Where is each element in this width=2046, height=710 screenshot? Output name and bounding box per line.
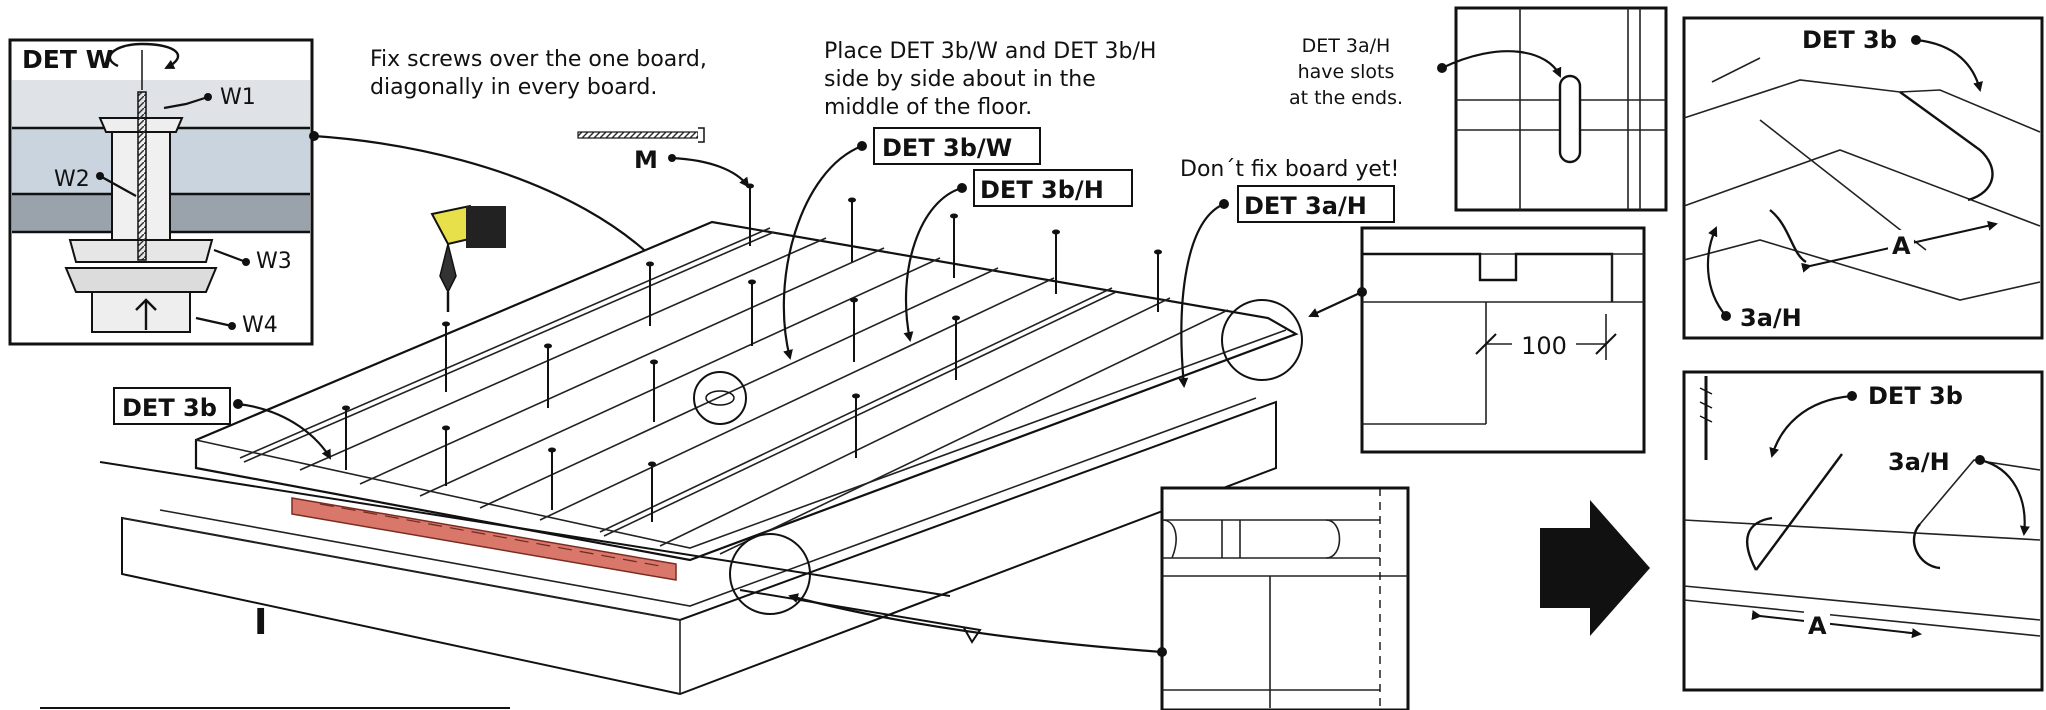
fix-screws-note-line1: Fix screws over the one board, [370, 47, 707, 72]
board-detail-bottom: DET 3b 3a/H A [1682, 370, 2044, 692]
next-step-arrow-icon [1540, 500, 1650, 636]
w4-label: W4 [242, 313, 278, 338]
standing-screws [342, 183, 1162, 522]
slots-note-line3: at the ends. [1289, 87, 1403, 109]
det-3b-h-callout: DET 3b/H [903, 169, 1133, 342]
det-3b-callout: DET 3b [113, 387, 331, 460]
highlighted-beam [291, 497, 677, 581]
rotate-arrow-icon [108, 42, 180, 90]
det-3b-top-label: DET 3b [1802, 26, 1897, 54]
front-detail-circle [729, 533, 811, 615]
dimension-detail: 100 [1308, 226, 1646, 454]
drill-icon [430, 204, 506, 312]
det-3b-bottom-label: DET 3b [1868, 382, 1963, 410]
slot-detail [1437, 6, 1668, 212]
det-w-label: DET W [22, 45, 113, 74]
w3-label: W3 [256, 249, 292, 274]
dont-fix-note: Don´t fix board yet! [1180, 157, 1399, 182]
det-3b-h-label: DET 3b/H [980, 176, 1104, 204]
a-top-label: A [1892, 232, 1911, 260]
3a-h-top-label: 3a/H [1740, 304, 1802, 332]
place-det-note-line2: side by side about in the [824, 67, 1096, 92]
m-label: M [634, 146, 658, 174]
det-3a-h-callout: DET 3a/H [1178, 185, 1395, 388]
det-w-detail: DET W W1 W2 W3 W4 [8, 38, 314, 346]
w2-label: W2 [54, 167, 90, 192]
det-3b-label: DET 3b [122, 394, 217, 422]
end-detail-circle [1221, 299, 1303, 381]
board-detail-top: DET 3b 3a/H A [1682, 16, 2044, 340]
det-3b-w-label: DET 3b/W [882, 134, 1012, 162]
det-3b-w-callout: DET 3b/W [782, 127, 1041, 360]
screw-m: M [577, 127, 750, 188]
dim-100-label: 100 [1521, 332, 1567, 360]
w1-label: W1 [220, 85, 256, 110]
a-bottom-label: A [1808, 612, 1827, 640]
screw-icon [137, 91, 147, 261]
slots-note-line2: have slots [1298, 61, 1395, 83]
i-label: I [254, 602, 267, 643]
3a-h-bottom-label: 3a/H [1888, 448, 1950, 476]
place-det-note-line1: Place DET 3b/W and DET 3b/H [824, 39, 1156, 64]
front-detail [788, 486, 1410, 710]
det-3a-h-label: DET 3a/H [1244, 192, 1367, 220]
slots-note-line1: DET 3a/H [1302, 35, 1391, 57]
fix-screws-note-line2: diagonally in every board. [370, 75, 657, 100]
center-detail-circle [693, 371, 747, 425]
place-det-note-line3: middle of the floor. [824, 95, 1032, 120]
